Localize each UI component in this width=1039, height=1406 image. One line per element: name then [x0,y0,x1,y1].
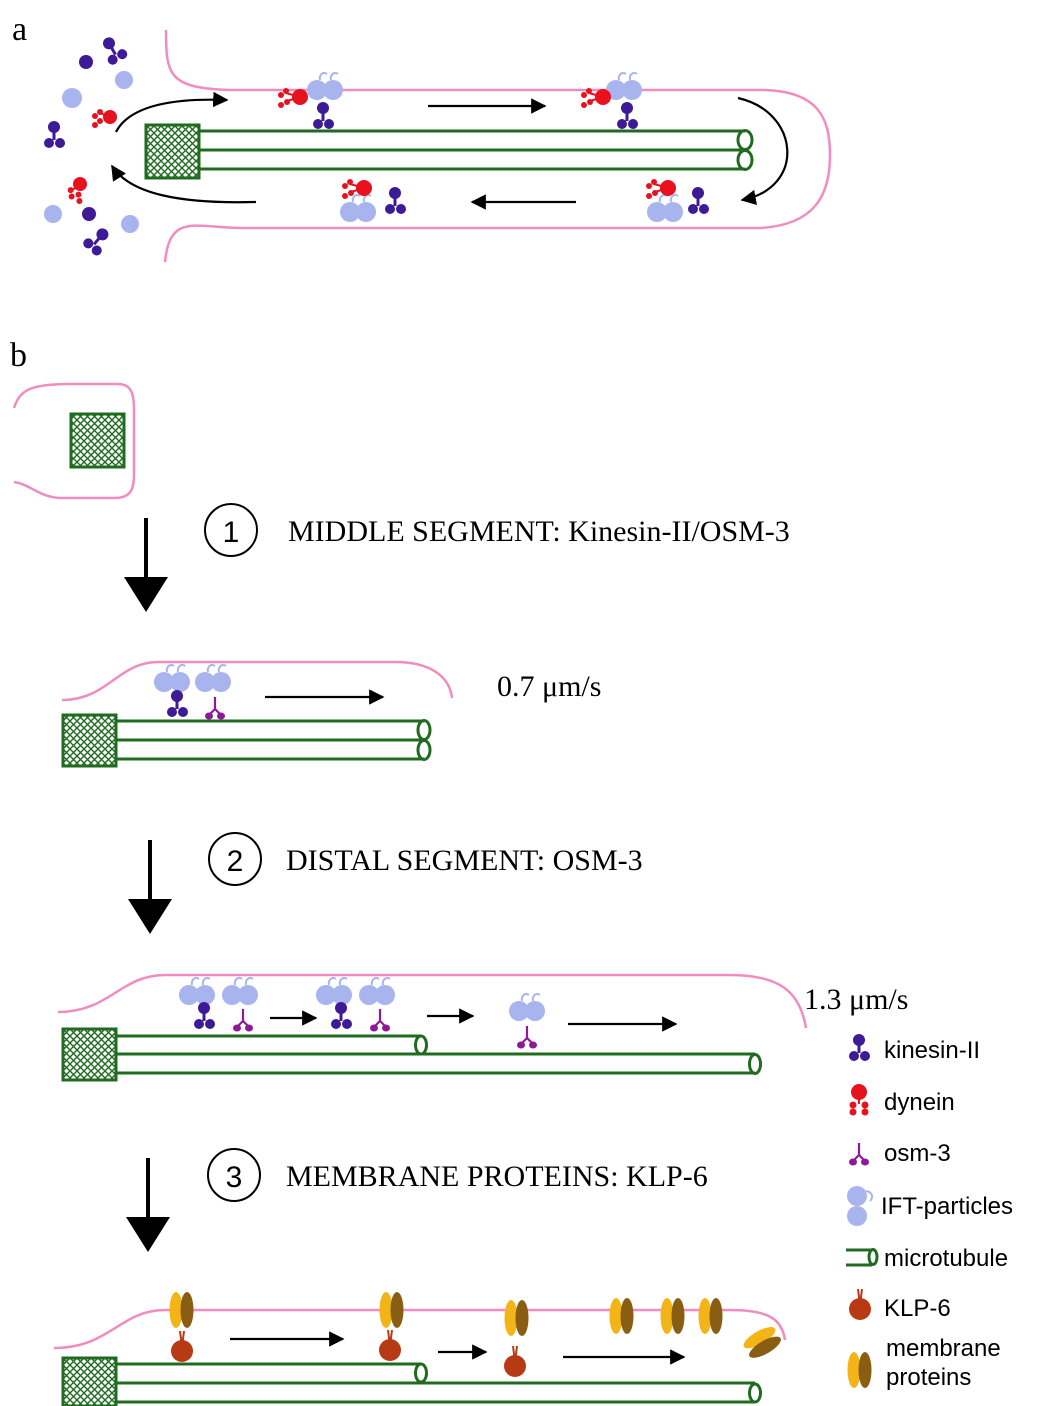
step-1-number-circle [204,503,258,557]
middle-segment-cilium [61,660,454,768]
distal-segment-cilium [57,973,808,1082]
legend-label-kinesin-ii: kinesin-II [884,1037,980,1064]
microtubule-doublet [199,129,754,171]
step-3: 3 MEMBRANE PROTEINS: KLP-6 [126,1148,708,1252]
step-3-number: 3 [226,1161,243,1194]
panel-a-label: a [12,11,27,48]
step-1-text: MIDDLE SEGMENT: Kinesin-II/OSM-3 [288,515,790,548]
legend: kinesin-II dynein osm-3 IFT-particle [846,1032,1013,1391]
legend-item-ift-particles: IFT-particles [847,1186,1013,1226]
legend-label-klp-6: KLP-6 [884,1295,951,1322]
middle-speed: 0.7 μm/s [497,670,601,703]
klp-6-icon [848,1288,872,1321]
step-3-down-arrow [126,1158,170,1252]
step-2: 2 DISTAL SEGMENT: OSM-3 [128,832,643,934]
legend-item-dynein: dynein [849,1084,955,1116]
panel-a-cilium [42,29,832,263]
step-3-number-circle [207,1148,261,1202]
legend-item-osm-3: osm-3 [847,1140,951,1167]
legend-label-microtubule: microtubule [884,1245,1008,1272]
dynein-icon [849,1084,869,1116]
step-2-number-circle [208,832,262,886]
step-1-down-arrow [124,518,168,612]
kinesin-ii-icon [847,1032,872,1063]
step-2-number: 2 [227,845,244,878]
osm-3-icon [847,1141,871,1167]
ift-particles-icon [847,1186,874,1226]
legend-label-osm-3: osm-3 [884,1140,951,1167]
legend-item-microtubule: microtubule [846,1245,1008,1272]
legend-item-klp-6: KLP-6 [848,1288,951,1322]
legend-label-ift-particles: IFT-particles [881,1193,1013,1220]
basal-body [144,123,201,180]
legend-label-dynein: dynein [884,1089,955,1116]
distal-speed: 1.3 μm/s [804,983,908,1016]
panel-b-label: b [10,337,27,374]
step-2-down-arrow [128,840,172,934]
step-3-text: MEMBRANE PROTEINS: KLP-6 [286,1160,708,1193]
initial-stub [12,382,136,500]
membrane-proteins-icon [847,1352,872,1388]
step-2-text: DISTAL SEGMENT: OSM-3 [286,844,643,877]
membrane-protein-cilium [53,1292,787,1406]
microtubule-icon [846,1248,879,1267]
step-1: 1 MIDDLE SEGMENT: Kinesin-II/OSM-3 [124,503,790,612]
step-1-number: 1 [223,516,240,549]
legend-item-kinesin-ii: kinesin-II [847,1032,980,1064]
